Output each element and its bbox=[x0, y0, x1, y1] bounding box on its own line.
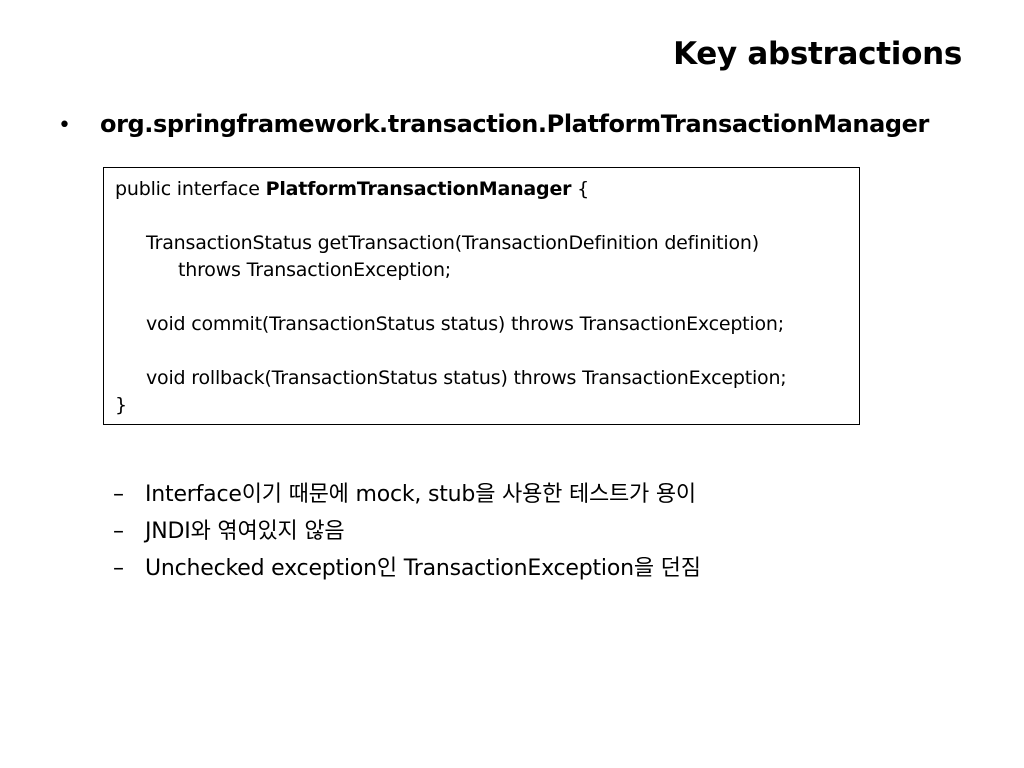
dash-symbol: – bbox=[113, 556, 124, 581]
list-item: – Unchecked exception인 TransactionExcept… bbox=[113, 550, 701, 587]
list-item: – JNDI와 엮여있지 않음 bbox=[113, 513, 701, 550]
code-blank-line bbox=[115, 284, 848, 311]
code-line-commit: void commit(TransactionStatus status) th… bbox=[146, 313, 784, 335]
sub-point-text: JNDI와 엮여있지 않음 bbox=[145, 519, 345, 544]
code-box: public interface PlatformTransactionMana… bbox=[103, 167, 860, 425]
sub-point-list: – Interface이기 때문에 mock, stub을 사용한 테스트가 용… bbox=[113, 476, 701, 587]
code-close-brace: } bbox=[115, 394, 127, 416]
code-line-interface-declaration: public interface PlatformTransactionMana… bbox=[115, 176, 848, 203]
dash-symbol: – bbox=[113, 519, 124, 544]
code-line-throws: throws TransactionException; bbox=[178, 259, 451, 281]
dash-symbol: – bbox=[113, 482, 124, 507]
slide-title: Key abstractions bbox=[673, 36, 962, 72]
code-open-brace: { bbox=[571, 178, 590, 200]
list-item: – Interface이기 때문에 mock, stub을 사용한 테스트가 용… bbox=[113, 476, 701, 513]
code-line-rollback: void rollback(TransactionStatus status) … bbox=[146, 367, 787, 389]
bullet-text: org.springframework.transaction.Platform… bbox=[100, 110, 929, 138]
code-blank-line bbox=[115, 203, 848, 230]
main-bullet: • org.springframework.transaction.Platfo… bbox=[58, 110, 929, 138]
code-keyword-prefix: public interface bbox=[115, 178, 266, 200]
code-interface-name: PlatformTransactionManager bbox=[265, 178, 572, 200]
code-blank-line bbox=[115, 338, 848, 365]
sub-point-text: Unchecked exception인 TransactionExceptio… bbox=[145, 556, 701, 581]
bullet-symbol: • bbox=[58, 113, 71, 138]
code-line-get-transaction: TransactionStatus getTransaction(Transac… bbox=[146, 232, 759, 254]
sub-point-text: Interface이기 때문에 mock, stub을 사용한 테스트가 용이 bbox=[145, 482, 696, 507]
